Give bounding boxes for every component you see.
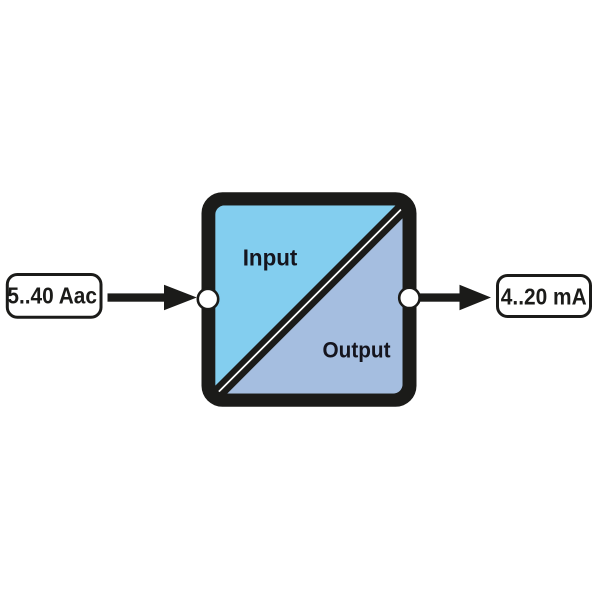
svg-text:5..40 Aac: 5..40 Aac <box>7 282 97 308</box>
svg-text:Output: Output <box>323 337 391 362</box>
svg-text:4..20 mA: 4..20 mA <box>501 284 587 310</box>
svg-text:Input: Input <box>243 244 298 270</box>
